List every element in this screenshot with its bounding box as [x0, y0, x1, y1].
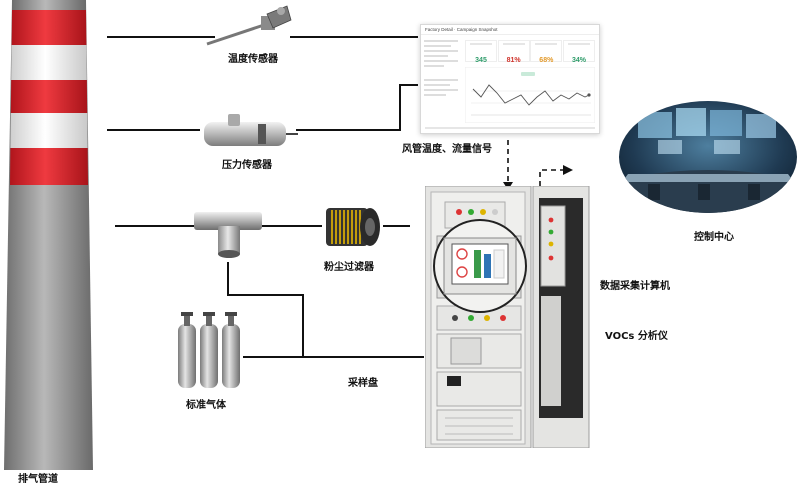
gas-cylinders-image: [178, 312, 240, 388]
daq-computer-label: 数据采集计算机: [600, 281, 670, 292]
dashboard-footer: [425, 127, 595, 129]
std-gas-label: 标准气体: [186, 400, 226, 411]
sampling-panel-label: 采样盘: [348, 378, 378, 389]
chimney-image: [4, 0, 93, 470]
screen-zoom-circle: [433, 219, 527, 313]
tee-down-line: [227, 262, 304, 357]
metric-card: 68%: [530, 40, 563, 64]
metric-card: 345: [465, 40, 497, 64]
control-center-image: [619, 101, 797, 213]
metric-value: 34%: [571, 57, 586, 64]
metric-card: 34%: [562, 40, 595, 64]
signal-label: 风管温度、流量信号: [402, 144, 492, 155]
tee-pipe-image: [194, 212, 262, 258]
dust-filter-image: [326, 208, 380, 246]
dashboard-line-chart: [465, 67, 595, 123]
pressure-sensor-image: [204, 114, 298, 146]
pressure-to-dashboard-line: [296, 84, 418, 131]
dashboard-sidebar: [424, 37, 458, 129]
dust-filter-label: 粉尘过滤器: [324, 262, 374, 273]
metric-card: 81%: [497, 40, 530, 64]
vocs-analyzer-label: VOCs 分析仪: [605, 331, 668, 342]
metric-value: 345: [475, 57, 487, 64]
dashboard-title: Factory Detail · Campaign Snapshot: [421, 25, 599, 35]
control-center-label: 控制中心: [694, 232, 734, 243]
temp-sensor-label: 温度传感器: [228, 54, 278, 65]
metric-value: 81%: [506, 57, 521, 64]
chimney-label: 排气管道: [18, 474, 58, 485]
dashboard-metrics: 345 81% 68% 34%: [465, 40, 595, 64]
pressure-sensor-label: 压力传感器: [222, 160, 272, 171]
temp-sensor-image: [206, 5, 292, 46]
dashboard-panel: Factory Detail · Campaign Snapshot 345 8…: [420, 24, 600, 134]
metric-value: 68%: [539, 57, 554, 64]
